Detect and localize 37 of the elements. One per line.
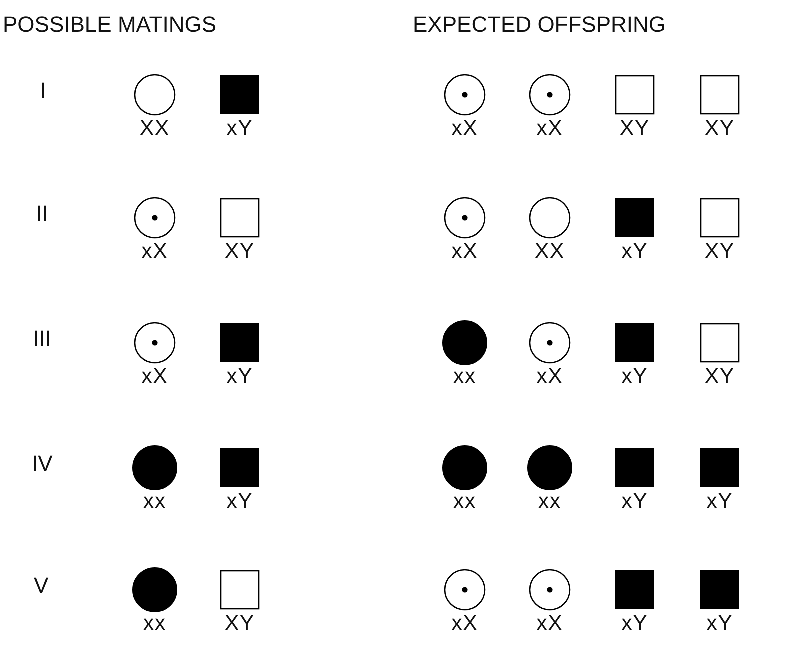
row-numeral: I <box>40 78 46 104</box>
genotype-label: xX <box>452 118 478 140</box>
genotype-label: XX <box>534 241 565 263</box>
genotype-label: xX <box>536 366 564 388</box>
genotype-label: XX <box>140 118 170 140</box>
genotype-label: xx <box>454 366 476 388</box>
genotype-label: xx <box>144 613 166 635</box>
row-numeral: IV <box>32 451 53 477</box>
genotype-label: xX <box>536 613 564 635</box>
genotype-label: XY <box>704 241 735 263</box>
genotype-label: xY <box>226 366 254 388</box>
genotype-label: XY <box>224 241 255 263</box>
genotype-label: xX <box>452 241 478 263</box>
genotype-label: XY <box>704 366 735 388</box>
genotype-label: xY <box>226 118 254 140</box>
genotype-label: xx <box>454 491 476 513</box>
genotype-label: xX <box>142 366 168 388</box>
genotype-label: XY <box>704 118 735 140</box>
genotype-label: xX <box>452 613 478 635</box>
genotype-label: xY <box>622 613 648 635</box>
genotype-label: XY <box>224 613 255 635</box>
genotype-label: xY <box>622 241 648 263</box>
genotype-label: xY <box>226 491 254 513</box>
genotype-label: xX <box>142 241 168 263</box>
row-numeral: II <box>36 201 48 227</box>
genotype-label: XY <box>620 118 650 140</box>
genotype-label: xx <box>144 491 166 513</box>
column-heading: POSSIBLE MATINGS <box>3 12 217 38</box>
genotype-label: xY <box>622 491 648 513</box>
column-heading: EXPECTED OFFSPRING <box>413 12 666 38</box>
genotype-label: xx <box>538 491 562 513</box>
genotype-label: xY <box>706 613 734 635</box>
row-numeral: III <box>33 326 52 352</box>
genotype-label: xX <box>536 118 564 140</box>
genotype-label: xY <box>706 491 734 513</box>
row-numeral: V <box>34 573 49 599</box>
genotype-label: xY <box>622 366 648 388</box>
